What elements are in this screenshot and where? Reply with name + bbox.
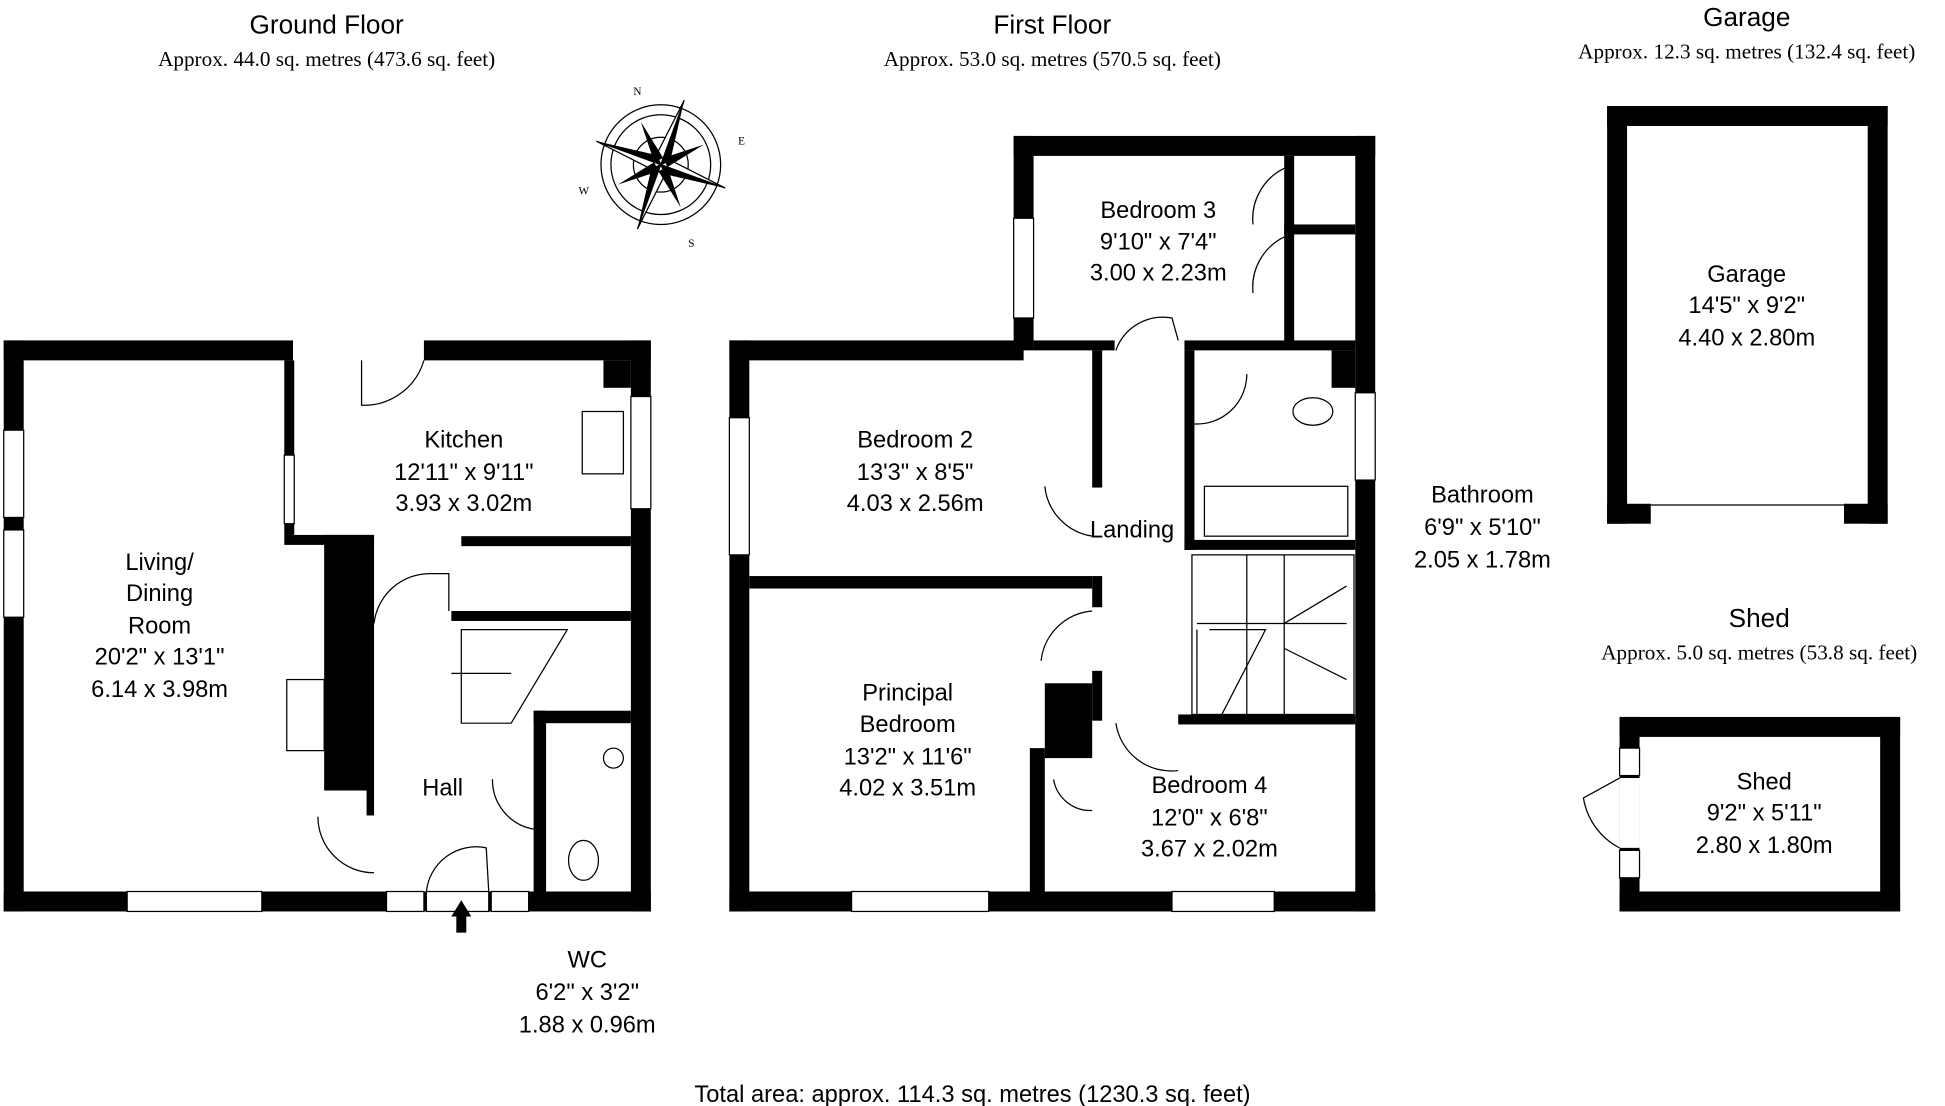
- svg-text:4.02 x 3.51m: 4.02 x 3.51m: [839, 776, 976, 802]
- shed-area: Approx. 5.0 sq. metres (53.8 sq. feet): [1601, 641, 1917, 665]
- garage-area: Approx. 12.3 sq. metres (132.4 sq. feet): [1578, 40, 1915, 64]
- total-area: Total area: approx. 114.3 sq. metres (12…: [694, 1082, 1250, 1106]
- first-floor-area: Approx. 53.0 sq. metres (570.5 sq. feet): [884, 47, 1221, 71]
- room-bedroom-2: Bedroom 2 13'3" x 8'5" 4.03 x 2.56m: [847, 428, 984, 518]
- svg-text:W: W: [579, 186, 590, 198]
- svg-text:E: E: [738, 136, 745, 148]
- svg-text:N: N: [633, 86, 641, 98]
- compass-rose-icon: N S E W: [579, 86, 746, 250]
- svg-text:Shed: Shed: [1737, 769, 1792, 795]
- svg-text:Bedroom 3: Bedroom 3: [1100, 198, 1216, 224]
- svg-text:Bedroom: Bedroom: [860, 712, 956, 738]
- svg-text:3.93 x 3.02m: 3.93 x 3.02m: [395, 491, 532, 517]
- room-bathroom: Bathroom 6'9" x 5'10" 2.05 x 1.78m: [1414, 483, 1551, 574]
- svg-text:9'10" x 7'4": 9'10" x 7'4": [1100, 229, 1217, 255]
- room-shed: Shed 9'2" x 5'11" 2.80 x 1.80m: [1696, 769, 1833, 859]
- svg-text:12'0" x 6'8": 12'0" x 6'8": [1151, 805, 1268, 831]
- svg-text:6.14 x 3.98m: 6.14 x 3.98m: [91, 677, 228, 703]
- svg-text:2.05 x 1.78m: 2.05 x 1.78m: [1414, 547, 1551, 573]
- room-bedroom-4: Bedroom 4 12'0" x 6'8" 3.67 x 2.02m: [1141, 773, 1278, 863]
- room-garage: Garage 14'5" x 9'2" 4.40 x 2.80m: [1678, 262, 1815, 352]
- svg-text:3.67 x 2.02m: 3.67 x 2.02m: [1141, 837, 1278, 863]
- room-principal-bedroom: Principal Bedroom 13'2" x 11'6" 4.02 x 3…: [839, 681, 976, 802]
- svg-text:Dining: Dining: [126, 581, 193, 607]
- svg-text:Bedroom 2: Bedroom 2: [857, 428, 973, 454]
- room-landing: Landing: [1090, 517, 1174, 543]
- garage-plan: [1607, 106, 1888, 524]
- svg-text:6'2" x 3'2": 6'2" x 3'2": [535, 980, 639, 1006]
- ground-floor-area: Approx. 44.0 sq. metres (473.6 sq. feet): [158, 47, 495, 71]
- room-bedroom-3: Bedroom 3 9'10" x 7'4" 3.00 x 2.23m: [1090, 198, 1227, 286]
- svg-text:3.00 x 2.23m: 3.00 x 2.23m: [1090, 261, 1227, 287]
- svg-text:4.40 x 2.80m: 4.40 x 2.80m: [1678, 325, 1815, 351]
- svg-text:WC: WC: [568, 948, 607, 974]
- svg-text:Living/: Living/: [125, 550, 194, 576]
- svg-text:20'2" x 13'1": 20'2" x 13'1": [95, 645, 225, 671]
- svg-text:14'5" x 9'2": 14'5" x 9'2": [1688, 293, 1805, 319]
- room-living-dining: Living/ Dining Room 20'2" x 13'1" 6.14 x…: [91, 550, 228, 703]
- svg-text:13'2" x 11'6": 13'2" x 11'6": [844, 744, 972, 770]
- svg-text:Bathroom: Bathroom: [1431, 483, 1534, 509]
- svg-text:12'11" x 9'11": 12'11" x 9'11": [394, 460, 533, 486]
- room-hall: Hall: [422, 776, 463, 802]
- first-floor-plan: [728, 135, 1376, 913]
- svg-text:Garage: Garage: [1707, 262, 1786, 288]
- garage-title: Garage: [1703, 2, 1790, 32]
- ground-floor-plan: [3, 340, 652, 933]
- svg-text:2.80 x 1.80m: 2.80 x 1.80m: [1696, 833, 1833, 859]
- shed-plan: [1582, 716, 1901, 912]
- svg-text:9'2" x 5'11": 9'2" x 5'11": [1707, 800, 1822, 826]
- svg-text:S: S: [688, 238, 694, 250]
- svg-text:6'9" x 5'10": 6'9" x 5'10": [1424, 515, 1541, 541]
- svg-text:13'3" x 8'5": 13'3" x 8'5": [857, 460, 974, 486]
- svg-text:Principal: Principal: [862, 681, 953, 707]
- svg-text:Bedroom 4: Bedroom 4: [1151, 773, 1267, 799]
- ground-floor-title: Ground Floor: [250, 10, 404, 40]
- svg-text:1.88 x 0.96m: 1.88 x 0.96m: [519, 1012, 656, 1038]
- room-wc: WC 6'2" x 3'2" 1.88 x 0.96m: [519, 948, 656, 1039]
- svg-text:Room: Room: [128, 613, 191, 639]
- first-floor-title: First Floor: [993, 10, 1111, 40]
- svg-text:Kitchen: Kitchen: [424, 428, 503, 454]
- room-kitchen: Kitchen 12'11" x 9'11" 3.93 x 3.02m: [394, 428, 533, 518]
- shed-title: Shed: [1729, 603, 1790, 633]
- svg-text:4.03 x 2.56m: 4.03 x 2.56m: [847, 491, 984, 517]
